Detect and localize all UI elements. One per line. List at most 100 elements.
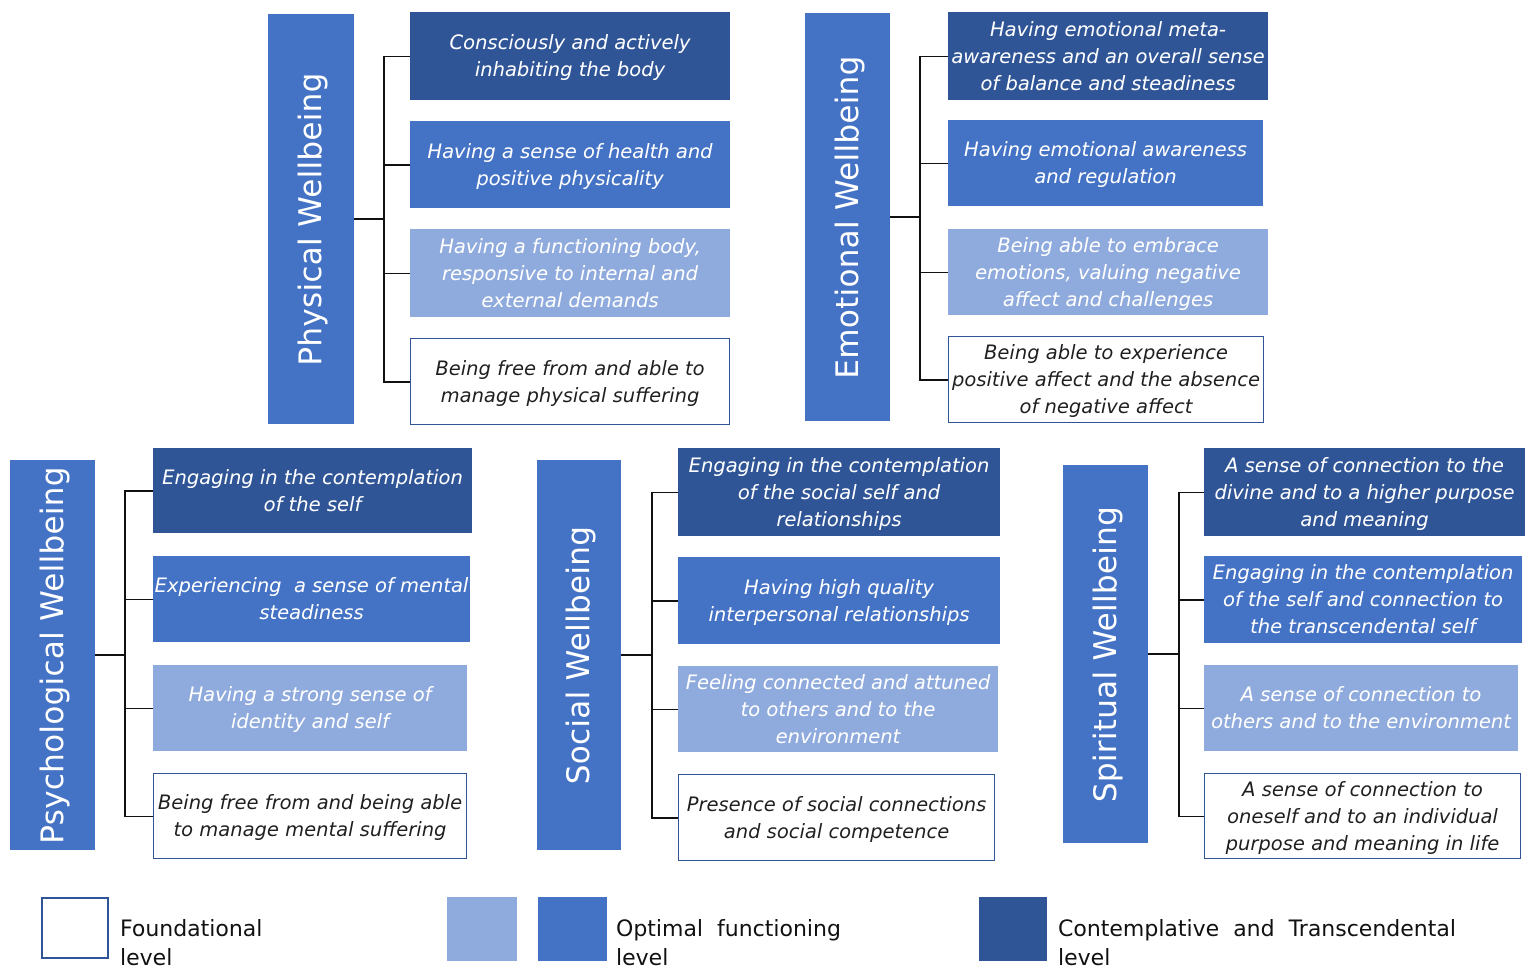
legend-contemplative-line-2: level [1058,946,1111,971]
item-text-line: Being free from and being able [157,791,463,814]
spiritual-wellbeing-connector-stub [1148,653,1179,655]
psychological-wellbeing-title: Psychological Wellbeing [34,466,71,844]
item-text-line: of the self [263,492,362,516]
legend-swatch-optimal-high [538,897,607,961]
physical-wellbeing-title: Physical Wellbeing [293,72,329,366]
social-wellbeing-connector-branch [651,817,678,819]
social-wellbeing-connector-spine [651,492,653,818]
social-wellbeing-item-optimal-low: Feeling connected and attuned to others a… [678,666,998,752]
item-text-line: and meaning [1300,507,1429,531]
spiritual-wellbeing-item-optimal-low: A sense of connection to others and to th… [1204,665,1518,751]
item-text: Having emotional meta-awareness and an o… [951,16,1264,97]
social-wellbeing-connector-stub [621,654,652,656]
emotional-wellbeing-connector-branch [919,162,948,164]
psychological-wellbeing-connector-stub [95,654,125,656]
physical-wellbeing-connector-branch [383,381,410,383]
item-text-line: affect and challenges [1002,287,1214,311]
item-text-line: manage physical suffering [440,383,700,407]
item-text-line: external demands [481,288,659,312]
legend-swatch-contemplative [979,897,1047,961]
item-text-line: oneself and to an individual [1227,804,1498,828]
legend-optimal-line-1: Optimal functioning [616,917,841,942]
legend-text-contemplative: Contemplative and Transcendental level [1058,915,1518,973]
item-text-line: Engaging in the contemplation [1212,561,1514,584]
social-wellbeing-pillar: Social Wellbeing [537,460,621,850]
item-text-line: of the self and connection to [1223,588,1503,611]
physical-wellbeing-connector-spine [383,56,385,382]
physical-wellbeing-item-optimal-low: Having a functioning body,responsive to … [410,229,730,317]
emotional-wellbeing-connector-branch [919,55,948,57]
item-text-line: Having emotional awareness [964,138,1247,161]
legend-foundational-line-1: Foundational [120,917,263,942]
psychological-wellbeing-connector-branch [124,707,153,709]
spiritual-wellbeing-item-foundational: A sense of connection to oneself and to a… [1204,773,1521,859]
psychological-wellbeing-connector-branch [124,598,153,600]
psychological-wellbeing-item-contemplative: Engaging in the contemplation of the self [153,448,472,533]
item-text: Engaging in the contemplation of the self… [1213,559,1514,640]
item-text-line: responsive to internal and [442,261,698,285]
social-wellbeing-connector-branch [651,708,678,710]
item-text-line: positive affect and the absence [952,368,1260,391]
item-text-line: Feeling connected and attuned [685,670,991,694]
item-text-line: environment [775,724,901,748]
physical-wellbeing-connector-branch [383,164,410,166]
legend-swatch-foundational [41,897,109,959]
item-text-line: and regulation [1034,165,1177,188]
spiritual-wellbeing-connector-branch [1178,599,1204,601]
legend-contemplative-line-1: Contemplative and Transcendental [1058,917,1456,942]
item-text: Having emotional awareness and regulation [964,136,1247,190]
spiritual-wellbeing-pillar: Spiritual Wellbeing [1063,465,1148,843]
item-text: Having high quality interpersonal relatio… [708,574,969,628]
emotional-wellbeing-title: Emotional Wellbeing [829,55,866,379]
item-text-line: of the social self and [737,480,941,504]
legend-swatch-optimal-low [447,897,517,961]
item-text-line: relationships [776,507,902,531]
item-text-line: others and to the environment [1211,710,1511,733]
item-text-line: purpose and meaning in life [1225,831,1500,855]
item-text-line: Presence of social connections [686,792,987,816]
emotional-wellbeing-connector-branch [919,379,948,381]
legend-foundational-line-2: level [120,946,173,971]
item-text: Feeling connected and attuned to others a… [686,669,991,750]
item-text: A sense of connection to oneself and to a… [1226,776,1500,857]
item-text-line: of balance and steadiness [980,71,1236,95]
legend-optimal-line-2: level [616,946,669,971]
item-text-line: A sense of connection to [1242,777,1483,801]
psychological-wellbeing-connector-branch [124,815,153,817]
psychological-wellbeing-pillar: Psychological Wellbeing [10,460,95,850]
item-text: Having a functioning body,responsive to … [439,233,701,314]
item-text: Engaging in the contemplation of the self [162,464,463,518]
emotional-wellbeing-connector-spine [919,56,921,380]
emotional-wellbeing-connector-branch [919,271,948,273]
item-text-line: positive physicality [476,166,664,190]
item-text-line: A sense of connection to [1240,683,1482,706]
physical-wellbeing-connector-branch [383,272,410,274]
item-text-line: to others and to the [740,697,936,721]
emotional-wellbeing-pillar: Emotional Wellbeing [805,13,890,421]
physical-wellbeing-connector-stub [354,218,384,220]
item-text-line: Engaging in the contemplation [162,465,463,489]
item-text-line: Having high quality [744,575,934,599]
item-text-line: Having a strong sense of [188,683,432,706]
spiritual-wellbeing-title: Spiritual Wellbeing [1087,505,1124,803]
item-text-line: A sense of connection to the [1225,453,1504,477]
spiritual-wellbeing-connector-branch [1178,491,1204,493]
item-text-line: emotions, valuing negative [975,260,1241,284]
item-text-line: interpersonal relationships [708,602,970,626]
